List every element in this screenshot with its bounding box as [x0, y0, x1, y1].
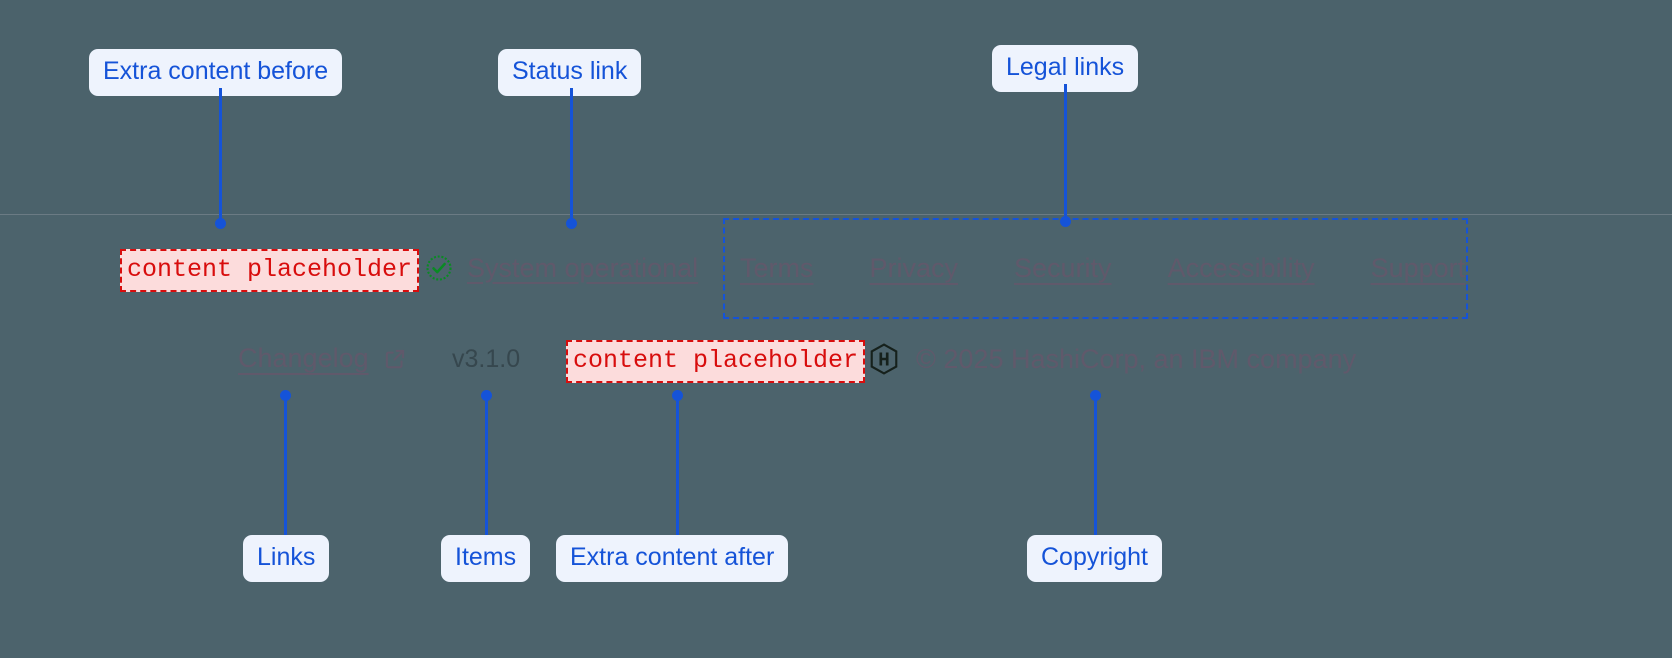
check-circle-icon: [426, 255, 452, 281]
callout-copyright: Copyright: [1027, 535, 1162, 582]
legal-link-accessibility[interactable]: Accessibility: [1167, 253, 1315, 283]
status-link-label: System operational: [467, 252, 699, 283]
version-label: v3.1.0: [452, 345, 521, 373]
external-link-icon: [385, 349, 404, 368]
leader-line-extra-content-after: [676, 395, 679, 535]
leader-dot-legal-links: [1060, 216, 1071, 227]
legal-links-highlight-box: [723, 218, 1468, 319]
legal-link-security[interactable]: Security: [1014, 253, 1112, 283]
leader-line-legal-links: [1064, 84, 1067, 222]
callout-links: Links: [243, 535, 330, 582]
status-link[interactable]: System operational: [424, 253, 698, 283]
leader-dot-extra-content-before: [215, 218, 226, 229]
extra-content-after-placeholder: content placeholder: [566, 340, 866, 383]
extra-content-before-placeholder: content placeholder: [120, 249, 420, 292]
leader-line-extra-content-before: [219, 88, 222, 223]
leader-line-status-link: [570, 88, 573, 223]
legal-link-terms[interactable]: Terms: [740, 253, 814, 283]
legal-link-privacy[interactable]: Privacy: [869, 253, 959, 283]
changelog-link[interactable]: Changelog: [238, 345, 408, 372]
callout-extra-content-after: Extra content after: [556, 535, 789, 582]
callout-extra-content-before: Extra content before: [89, 49, 343, 96]
changelog-label: Changelog: [238, 343, 369, 373]
legal-link-support[interactable]: Support: [1370, 253, 1466, 283]
copyright-text: © 2025 HashiCorp, an IBM company: [916, 343, 1357, 374]
leader-line-items: [485, 395, 488, 535]
leader-line-links: [284, 395, 287, 535]
hashicorp-logo: [870, 343, 898, 375]
leader-dot-status-link: [566, 218, 577, 229]
callout-items: Items: [441, 535, 531, 582]
copyright-row: © 2025 HashiCorp, an IBM company: [868, 343, 1356, 375]
legal-links-group: Terms Privacy Security Accessibility Sup…: [740, 255, 1465, 282]
callout-status-link: Status link: [498, 49, 642, 96]
leader-line-copyright: [1094, 395, 1097, 535]
footer-top-divider: [0, 214, 1672, 215]
background-top-band: [0, 0, 1672, 215]
